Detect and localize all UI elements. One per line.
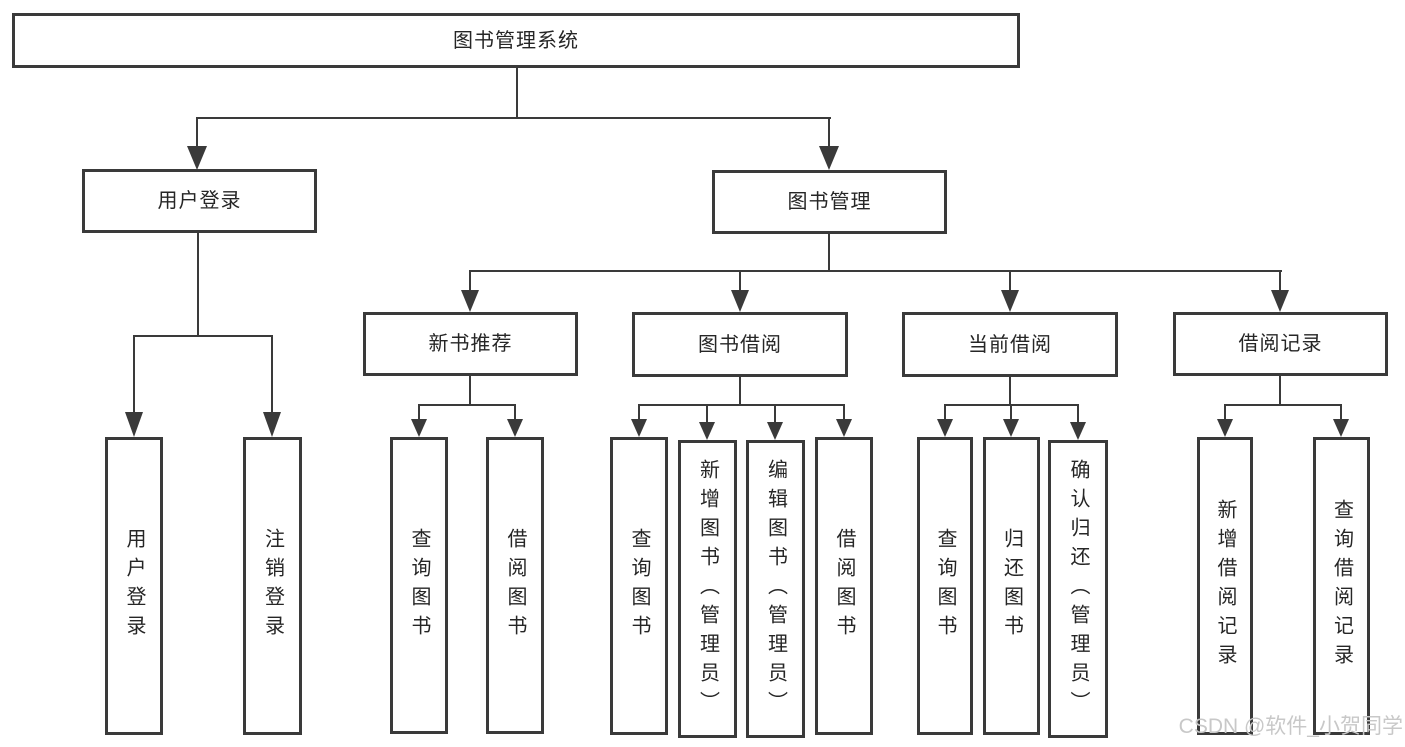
connector-arrow-shaft [1010,404,1012,421]
node-label: 归还图书 [1000,528,1023,644]
arrow-down-icon [1217,419,1233,437]
node-label: 当前借阅 [968,333,1052,356]
node-label: 确认归还（管理员） [1067,458,1089,720]
node-label: 查询图书 [408,527,430,644]
leaf-br-add-record: 新增借阅记录 [1197,437,1253,735]
node-label: 借阅图书 [504,527,526,644]
connector-nb-stem [469,376,471,406]
connector-arrow-shaft [469,270,471,294]
arrow-down-icon [767,422,783,440]
arrow-down-icon [125,412,143,437]
node-label: 新增图书（管理员） [696,458,719,720]
arrow-down-icon [1001,290,1019,312]
connector-bb-stem [739,376,741,406]
connector-root-stem [516,66,518,118]
node-label: 查询图书 [934,528,956,644]
arrow-down-icon [461,290,479,312]
leaf-cb-return-books: 归还图书 [983,437,1040,735]
connector-arrow-shaft [1077,404,1079,424]
csdn-watermark: CSDN @软件_小贺同学 [1178,715,1403,738]
connector-arrow-shaft [944,404,946,421]
node-book-management: 图书管理 [712,170,947,234]
leaf-logout: 注销登录 [243,437,302,735]
arrow-down-icon [731,290,749,312]
arrow-down-icon [937,419,953,437]
node-label: 图书管理 [787,191,872,213]
arrow-down-icon [1003,419,1019,437]
leaf-nb-query-books: 查询图书 [390,437,448,734]
arrow-down-icon [819,146,839,170]
leaf-user-login: 用户登录 [105,437,163,735]
arrow-down-icon [1070,422,1086,440]
node-user-login: 用户登录 [82,169,317,233]
connector-arrow-shaft [638,404,640,421]
connector-arrow-shaft [739,270,741,294]
leaf-cb-confirm-return-admin: 确认归还（管理员） [1048,440,1108,738]
arrow-down-icon [187,146,207,170]
node-root: 图书管理系统 [12,13,1020,68]
node-label: 图书借阅 [698,333,782,356]
connector-user-login-stem [197,233,199,337]
connector-arrow-shaft [843,404,845,421]
arrow-down-icon [1333,419,1349,437]
leaf-bb-add-books-admin: 新增图书（管理员） [678,440,737,738]
arrow-down-icon [631,419,647,437]
node-label: 借阅记录 [1238,333,1323,355]
connector-arrow-shaft [133,335,135,415]
node-label: 编辑图书（管理员） [764,458,787,720]
connector-arrow-shaft [774,404,776,424]
node-label: 图书管理系统 [453,29,579,52]
arrow-down-icon [507,419,523,437]
connector-book-mgmt-stem [828,234,830,272]
connector-bb-branch [638,404,845,406]
node-label: 用户登录 [123,528,145,644]
node-book-borrow: 图书借阅 [632,312,848,377]
connector-arrow-shaft [828,117,830,150]
connector-arrow-shaft [1224,404,1226,421]
node-label: 借阅图书 [833,528,855,644]
node-label: 新增借阅记录 [1214,499,1236,673]
arrow-down-icon [263,412,281,437]
node-label: 新书推荐 [428,333,513,355]
connector-arrow-shaft [196,117,198,150]
connector-nb-branch [418,404,516,406]
node-borrow-records: 借阅记录 [1173,312,1388,376]
connector-br-stem [1279,376,1281,406]
arrow-down-icon [411,419,427,437]
arrow-down-icon [1271,290,1289,312]
connector-arrow-shaft [514,404,516,421]
node-current-borrow: 当前借阅 [902,312,1118,377]
arrow-down-icon [699,422,715,440]
connector-arrow-shaft [1279,270,1281,294]
connector-user-login-branch [133,335,273,337]
leaf-nb-borrow-books: 借阅图书 [486,437,544,734]
connector-arrow-shaft [706,404,708,424]
connector-arrow-shaft [271,335,273,415]
connector-br-branch [1224,404,1342,406]
leaf-cb-query-books: 查询图书 [917,437,973,735]
node-new-book-recommend: 新书推荐 [363,312,578,376]
arrow-down-icon [836,419,852,437]
connector-arrow-shaft [418,404,420,421]
leaf-bb-edit-books-admin: 编辑图书（管理员） [746,440,805,738]
leaf-bb-borrow-books: 借阅图书 [815,437,873,735]
leaf-br-query-record: 查询借阅记录 [1313,437,1370,735]
node-label: 查询图书 [628,528,650,644]
connector-arrow-shaft [1340,404,1342,421]
connector-arrow-shaft [1009,270,1011,294]
node-label: 注销登录 [261,528,284,644]
node-label: 查询借阅记录 [1330,499,1353,673]
connector-book-mgmt-branch [469,270,1282,272]
connector-root-branch [196,117,831,119]
connector-cb-stem [1009,376,1011,406]
leaf-bb-query-books: 查询图书 [610,437,668,735]
node-label: 用户登录 [157,190,242,212]
